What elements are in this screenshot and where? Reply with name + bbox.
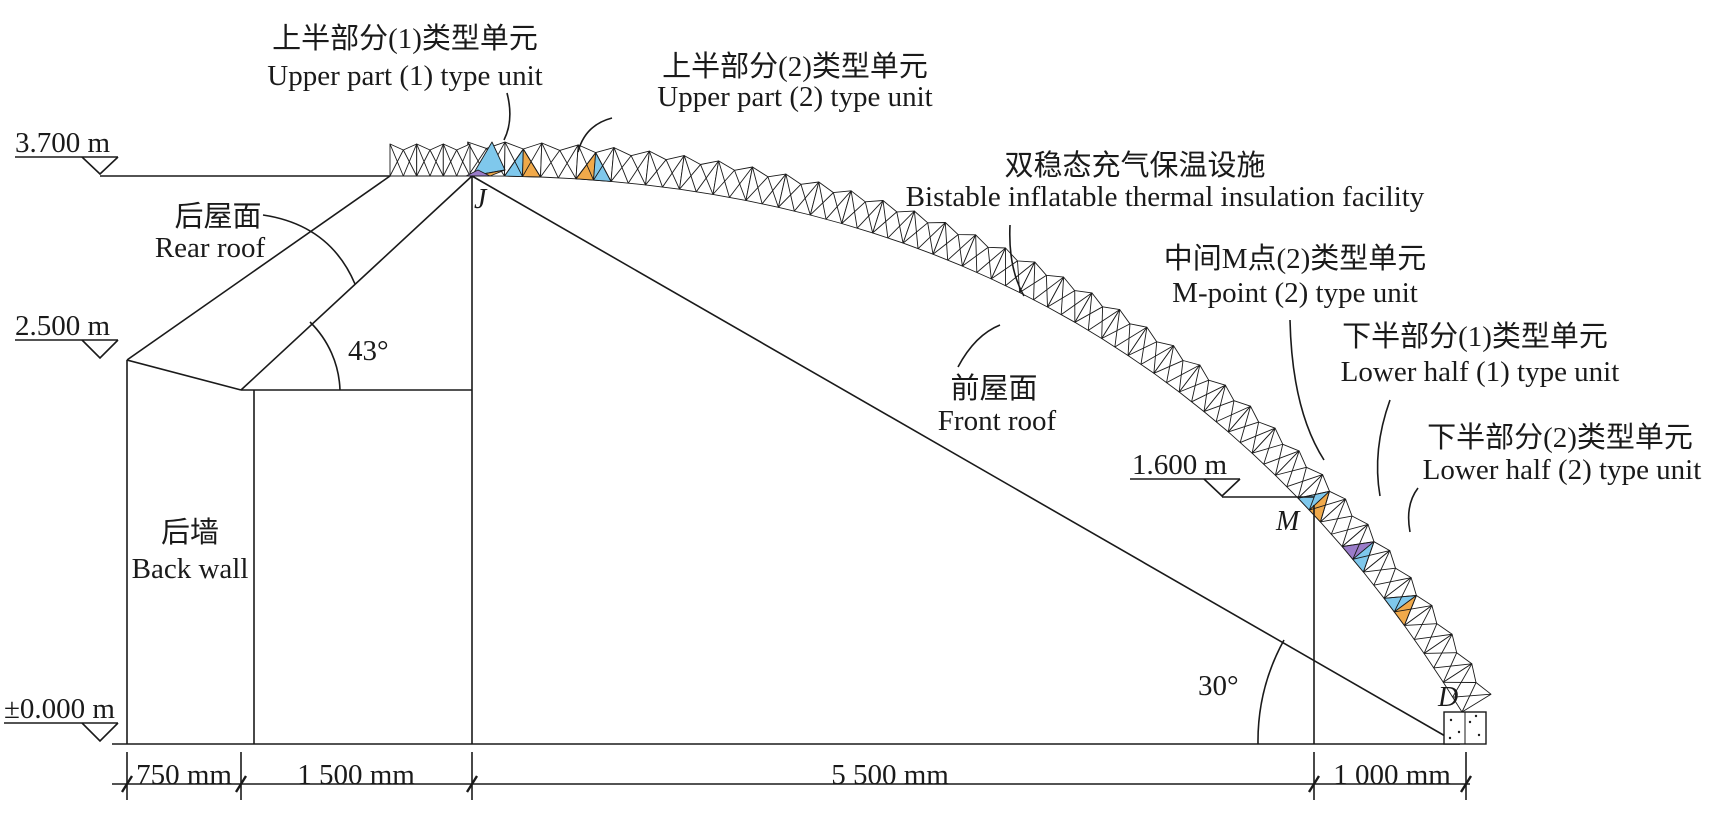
bistable-cn-label: 双稳态充气保温设施 — [1004, 149, 1265, 182]
lower2-en-label: Lower half (2) type unit — [1423, 454, 1702, 486]
back-wall-en-label: Back wall — [132, 553, 249, 585]
upper2-cn-label: 上半部分(2)类型单元 — [662, 50, 928, 83]
footing-block — [1444, 712, 1486, 744]
point-M-label: M — [1275, 506, 1301, 537]
angle-30-label: 30° — [1198, 670, 1239, 702]
back-wall-cn-label: 后墙 — [161, 516, 219, 549]
rear-roof-cn-label: 后屋面 — [174, 200, 261, 233]
elevation-3700-label: 3.700 m — [15, 127, 111, 159]
point-D-label: D — [1437, 682, 1458, 713]
facility-unit — [417, 144, 444, 176]
angle-arc-30 — [1258, 640, 1284, 744]
front-roof-leader — [958, 325, 1000, 367]
elevation-2500-label: 2.500 m — [15, 310, 111, 342]
facility-unit — [611, 148, 649, 185]
lower2-leader — [1409, 488, 1418, 532]
facility-unit — [713, 161, 753, 201]
bistable-en-label: Bistable inflatable thermal insulation f… — [906, 181, 1425, 213]
mpoint-cn-label: 中间M点(2)类型单元 — [1164, 242, 1427, 275]
facility-unit — [443, 144, 470, 176]
dimension-1500: 1 500 mm — [297, 759, 415, 791]
front-roof-cn-label: 前屋面 — [950, 372, 1037, 405]
elevation-1600-label: 1.600 m — [1132, 449, 1228, 481]
angle-43-label: 43° — [348, 335, 389, 367]
lower1-cn-label: 下半部分(1)类型单元 — [1342, 320, 1608, 353]
upper2-en-label: Upper part (2) type unit — [657, 81, 932, 113]
upper1-cn-label: 上半部分(1)类型单元 — [272, 22, 538, 55]
lower2-cn-label: 下半部分(2)类型单元 — [1427, 421, 1693, 454]
mpoint-en-label: M-point (2) type unit — [1172, 277, 1418, 309]
rear-roof-en-label: Rear roof — [155, 232, 266, 264]
dimension-1000: 1 000 mm — [1333, 759, 1451, 791]
point-J-label: J — [474, 184, 488, 215]
upper1-en-label: Upper part (1) type unit — [267, 60, 542, 92]
angle-arc-43 — [310, 322, 340, 390]
upper1-leader — [504, 93, 510, 140]
facility-unit — [390, 144, 417, 176]
dimension-5500: 5 500 mm — [831, 759, 949, 791]
front-roof-en-label: Front roof — [938, 405, 1057, 437]
rear-roof-leader — [263, 215, 355, 284]
elevation-ground-label: ±0.000 m — [4, 693, 115, 725]
lower1-en-label: Lower half (1) type unit — [1341, 356, 1620, 388]
lower1-leader — [1378, 400, 1390, 496]
mpoint-leader — [1290, 320, 1324, 460]
dimension-750: 750 mm — [136, 759, 232, 791]
rear-roof-end — [127, 360, 241, 390]
